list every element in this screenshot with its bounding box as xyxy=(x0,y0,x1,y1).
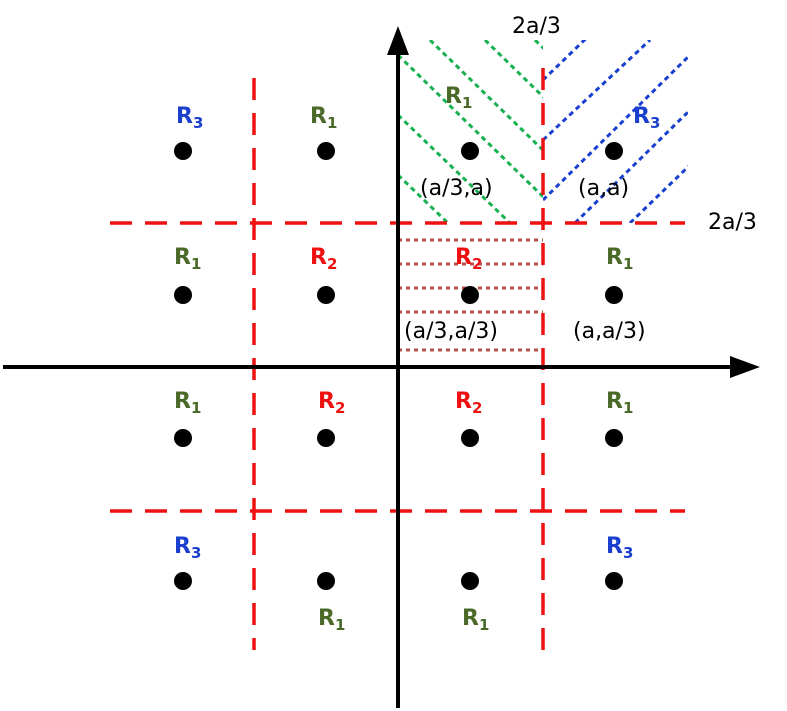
threshold-label-top: 2a/3 xyxy=(512,14,561,39)
constellation-point-r2 xyxy=(317,429,335,447)
point-coord-a-a3: (a,a/3) xyxy=(573,319,646,344)
region-label-r3: R3 xyxy=(174,534,201,562)
threshold-label-right: 2a/3 xyxy=(708,210,757,235)
constellation-point-r1 xyxy=(317,572,335,590)
region-label-r2: R2 xyxy=(455,389,482,417)
annotations: 2a/3 2a/3 (a/3,a) (a,a) (a/3,a/3) (a,a/3… xyxy=(404,14,757,344)
constellation-point-r3 xyxy=(174,142,192,160)
constellation-point-r2 xyxy=(461,429,479,447)
constellation-point-r3 xyxy=(605,142,623,160)
axes xyxy=(3,26,760,708)
region-label-r2: R2 xyxy=(318,389,345,417)
region-label-r3: R3 xyxy=(633,104,660,132)
point-coord-a3-a3: (a/3,a/3) xyxy=(404,319,498,344)
hatch-region-r3 xyxy=(543,40,688,223)
region-label-r1: R1 xyxy=(462,606,489,634)
constellation-point-r3 xyxy=(605,572,623,590)
constellation-point-r3 xyxy=(174,572,192,590)
region-label-r1: R1 xyxy=(606,389,633,417)
constellation-point-r2 xyxy=(317,286,335,304)
region-labels: R3 R1 R1 R3 R1 R2 R2 R1 R1 R2 R2 R1 R3 R… xyxy=(174,84,660,634)
constellation-point-r1 xyxy=(605,286,623,304)
constellation-point-r1 xyxy=(605,429,623,447)
constellation-point-r1 xyxy=(317,142,335,160)
y-axis-arrow-icon xyxy=(387,26,409,55)
constellation-point-r1 xyxy=(461,572,479,590)
region-label-r1: R1 xyxy=(310,104,337,132)
point-coord-a-a: (a,a) xyxy=(578,176,629,201)
constellation-point-r2 xyxy=(461,286,479,304)
region-label-r2: R2 xyxy=(455,245,482,273)
region-label-r1: R1 xyxy=(174,389,201,417)
constellation-point-r1 xyxy=(461,142,479,160)
constellation-point-r1 xyxy=(174,429,192,447)
region-label-r3: R3 xyxy=(606,534,633,562)
constellation-points xyxy=(174,142,623,590)
region-label-r1: R1 xyxy=(606,245,633,273)
point-coord-a3-a: (a/3,a) xyxy=(420,176,493,201)
x-axis-arrow-icon xyxy=(730,356,760,378)
constellation-point-r1 xyxy=(174,286,192,304)
region-label-r1: R1 xyxy=(318,606,345,634)
region-label-r1: R1 xyxy=(174,245,201,273)
region-label-r1: R1 xyxy=(445,84,472,112)
hatch-region-r1 xyxy=(398,40,543,223)
region-label-r2: R2 xyxy=(310,245,337,273)
region-label-r3: R3 xyxy=(176,104,203,132)
